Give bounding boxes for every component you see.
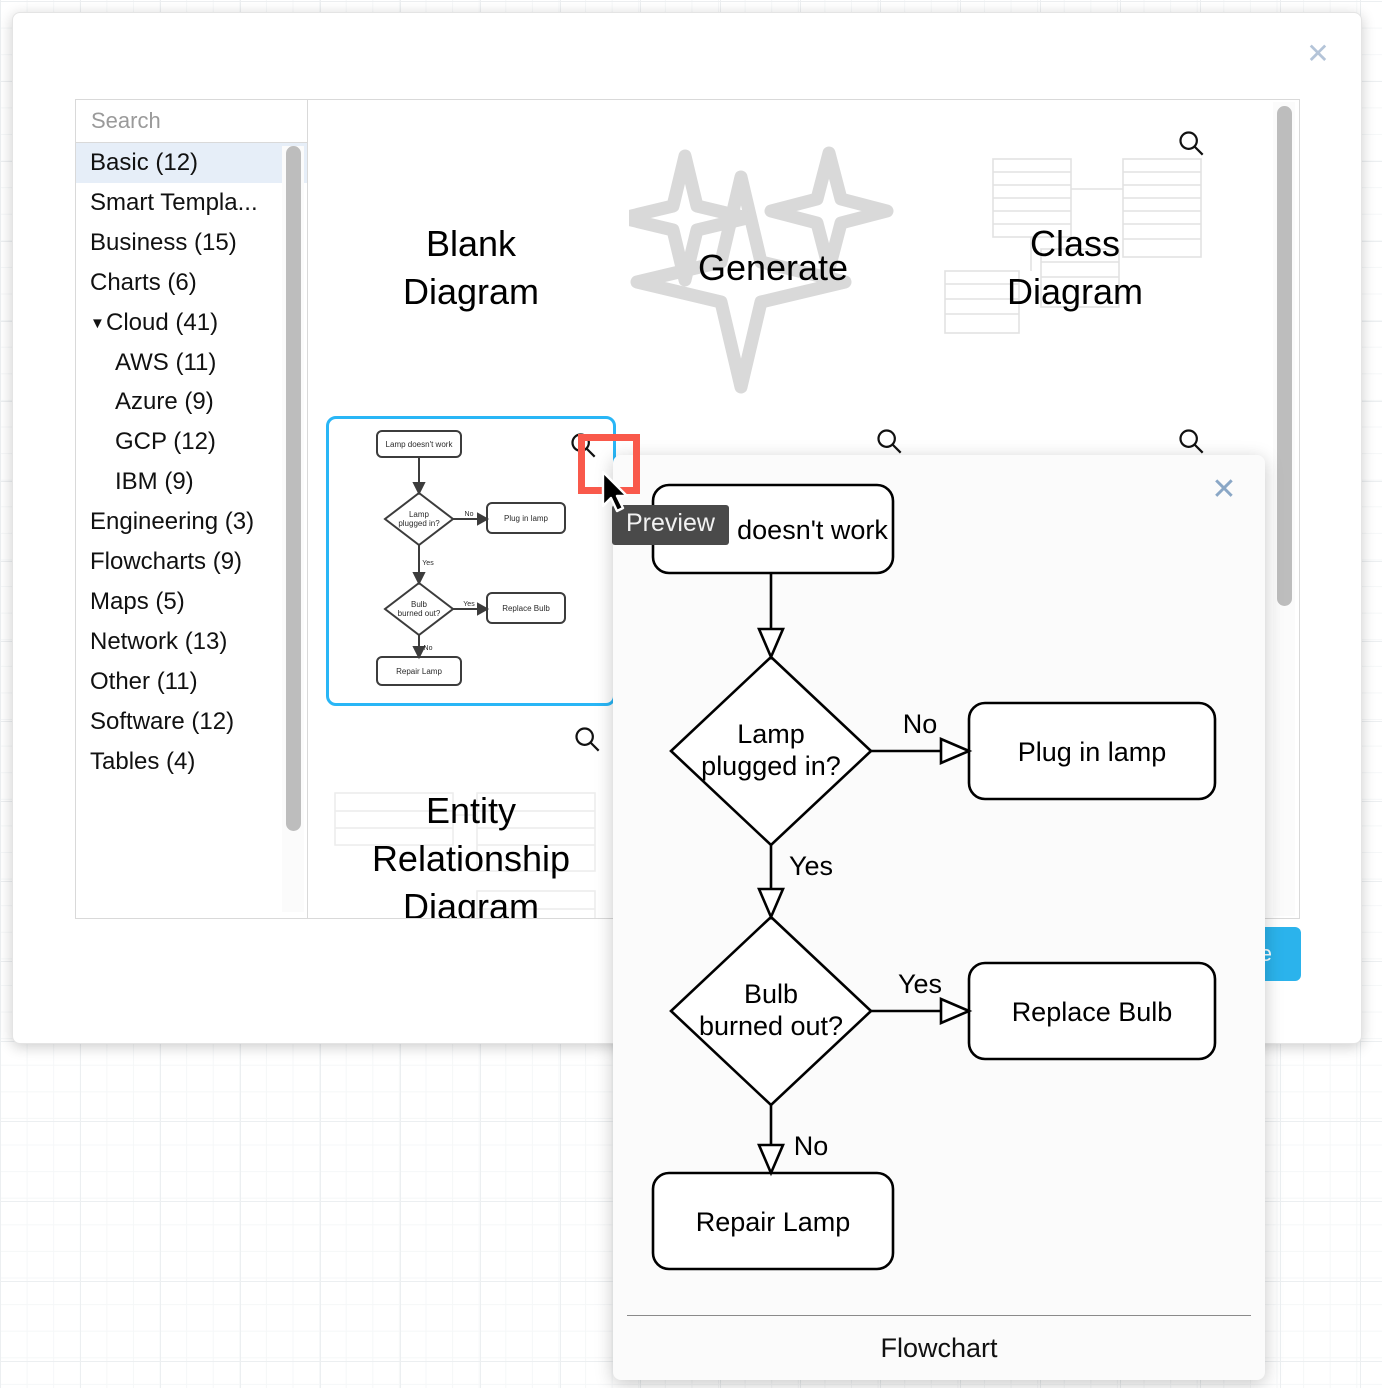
preview-footer-title: Flowchart <box>627 1315 1251 1380</box>
sidebar-item-label: Flowcharts (9) <box>90 548 243 576</box>
template-card-generate[interactable]: Generate <box>628 118 918 418</box>
sidebar-item-charts-6[interactable]: Charts (6) <box>76 263 307 303</box>
sidebar-item-engineering-3[interactable]: Engineering (3) <box>76 502 307 542</box>
sidebar-item-label: Smart Templa... <box>90 188 258 216</box>
svg-text:Repair Lamp: Repair Lamp <box>696 1207 851 1237</box>
preview-popup: ✕ La <box>613 455 1265 1380</box>
class-diagram-thumbnail <box>931 119 1219 417</box>
preview-icon[interactable] <box>1177 129 1205 157</box>
sidebar-item-software-12[interactable]: Software (12) <box>76 702 307 742</box>
svg-text:Yes: Yes <box>789 851 833 881</box>
svg-text:Bulb: Bulb <box>411 600 428 609</box>
svg-text:burned out?: burned out? <box>398 609 441 618</box>
preview-icon-flowchart[interactable] <box>569 431 597 459</box>
sidebar-item-gcp-12[interactable]: GCP (12) <box>76 422 307 462</box>
preview-icon[interactable] <box>573 725 601 753</box>
close-icon[interactable]: ✕ <box>1306 38 1330 69</box>
svg-text:plugged in?: plugged in? <box>701 751 841 781</box>
preview-tooltip: Preview <box>612 505 729 545</box>
preview-flowchart: Lamp doesn't work Lamp plugged in? Plug … <box>613 455 1265 1315</box>
svg-text:Lamp: Lamp <box>409 510 430 519</box>
sidebar-item-smart-templa[interactable]: Smart Templa... <box>76 183 307 223</box>
svg-text:Replace Bulb: Replace Bulb <box>1012 997 1173 1027</box>
chevron-down-icon[interactable]: ▼ <box>90 314 105 332</box>
svg-text:plugged in?: plugged in? <box>398 519 440 528</box>
main-scrollbar-thumb[interactable] <box>1277 106 1292 606</box>
svg-text:Yes: Yes <box>463 601 475 608</box>
sidebar-scrollbar-thumb[interactable] <box>286 146 301 831</box>
sidebar-item-azure-9[interactable]: Azure (9) <box>76 382 307 422</box>
sidebar-item-business-15[interactable]: Business (15) <box>76 223 307 263</box>
sidebar-item-flowcharts-9[interactable]: Flowcharts (9) <box>76 542 307 582</box>
svg-text:No: No <box>903 709 938 739</box>
svg-text:No: No <box>794 1131 829 1161</box>
sidebar-item-label: Cloud (41) <box>106 308 219 336</box>
sidebar-item-other-11[interactable]: Other (11) <box>76 662 307 702</box>
category-sidebar: Basic (12) Smart Templa... Business (15) Ch… <box>76 100 402 918</box>
preview-close-icon[interactable]: ✕ <box>1211 473 1237 506</box>
sidebar-item-label: Engineering (3) <box>90 508 255 536</box>
sidebar-item-aws-11[interactable]: AWS (11) <box>76 343 307 383</box>
sidebar-item-tables-4[interactable]: Tables (4) <box>76 742 307 782</box>
preview-icon[interactable] <box>875 427 903 455</box>
sidebar-item-label: IBM (9) <box>115 468 194 496</box>
svg-text:Plug in lamp: Plug in lamp <box>1018 737 1167 767</box>
sidebar-item-label: Basic (12) <box>90 149 199 176</box>
svg-text:burned out?: burned out? <box>699 1011 843 1041</box>
category-list[interactable]: Basic (12) Smart Templa... Business (15) Ch… <box>76 143 307 918</box>
svg-text:Bulb: Bulb <box>744 979 798 1009</box>
svg-text:Plug in lamp: Plug in lamp <box>504 514 549 523</box>
sidebar-item-label: Business (15) <box>90 228 237 256</box>
svg-text:Lamp: Lamp <box>737 719 805 749</box>
sidebar-item-label: AWS (11) <box>115 348 217 376</box>
svg-text:Yes: Yes <box>898 969 942 999</box>
sidebar-item-label: Other (11) <box>90 667 198 695</box>
sidebar-item-basic-12[interactable]: Basic (12) <box>76 143 307 183</box>
er-diagram-thumbnail <box>327 715 615 918</box>
sidebar-item-label: Charts (6) <box>90 268 197 296</box>
svg-text:No: No <box>424 645 433 652</box>
sidebar-item-label: Network (13) <box>90 627 228 655</box>
svg-text:Lamp doesn't work: Lamp doesn't work <box>386 440 454 449</box>
sidebar-item-label: Azure (9) <box>115 388 214 416</box>
sidebar-item-label: Tables (4) <box>90 747 196 775</box>
svg-text:Yes: Yes <box>422 560 434 567</box>
svg-text:No: No <box>465 511 474 518</box>
sidebar-item-label: GCP (12) <box>115 428 216 456</box>
sidebar-item-label: Maps (5) <box>90 587 185 615</box>
svg-text:Repair Lamp: Repair Lamp <box>396 667 442 676</box>
sidebar-item-maps-5[interactable]: Maps (5) <box>76 582 307 622</box>
preview-icon[interactable] <box>1177 427 1205 455</box>
search-row <box>76 100 402 143</box>
sidebar-item-ibm-9[interactable]: IBM (9) <box>76 462 307 502</box>
sidebar-item-label: Software (12) <box>90 707 235 735</box>
sidebar-item-network-13[interactable]: Network (13) <box>76 622 307 662</box>
svg-text:Replace Bulb: Replace Bulb <box>502 604 550 613</box>
sparkle-icon <box>629 119 917 417</box>
sidebar-item-cloud-41[interactable]: ▼Cloud (41) <box>76 303 307 343</box>
